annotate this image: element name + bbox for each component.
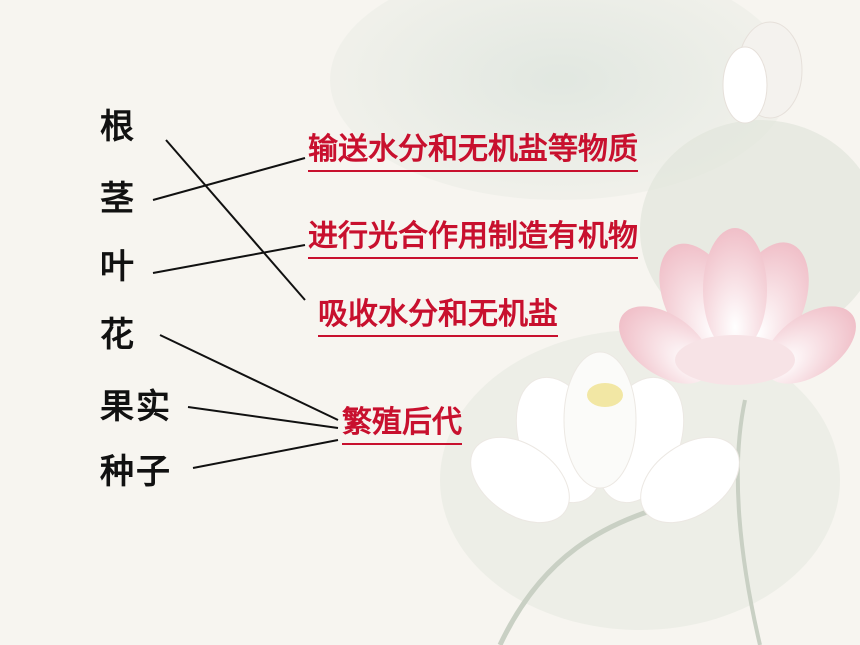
- white-lotus-flower: [470, 351, 740, 524]
- function-absorb-text: 吸收水分和无机盐: [318, 297, 558, 332]
- function-transport: 输送水分和无机盐等物质: [308, 132, 638, 172]
- underline: [342, 443, 462, 445]
- organ-fruit: 果实: [100, 387, 172, 427]
- organ-stem: 茎: [100, 179, 136, 219]
- function-reproduce-text: 繁殖后代: [342, 405, 462, 440]
- function-photosynthesis: 进行光合作用制造有机物: [308, 219, 638, 259]
- underline: [308, 170, 638, 172]
- lotus-leaf: [330, 0, 790, 200]
- underline: [308, 257, 638, 259]
- underline: [318, 335, 558, 337]
- organ-root: 根: [100, 107, 136, 147]
- organ-leaf: 叶: [100, 247, 136, 287]
- organ-flower: 花: [100, 315, 136, 355]
- organ-seed: 种子: [100, 452, 172, 492]
- pink-lotus-flower: [619, 228, 856, 385]
- function-transport-text: 输送水分和无机盐等物质: [308, 132, 638, 167]
- function-reproduce: 繁殖后代: [342, 405, 462, 445]
- function-absorb: 吸收水分和无机盐: [318, 297, 558, 337]
- function-photosynthesis-text: 进行光合作用制造有机物: [308, 219, 638, 254]
